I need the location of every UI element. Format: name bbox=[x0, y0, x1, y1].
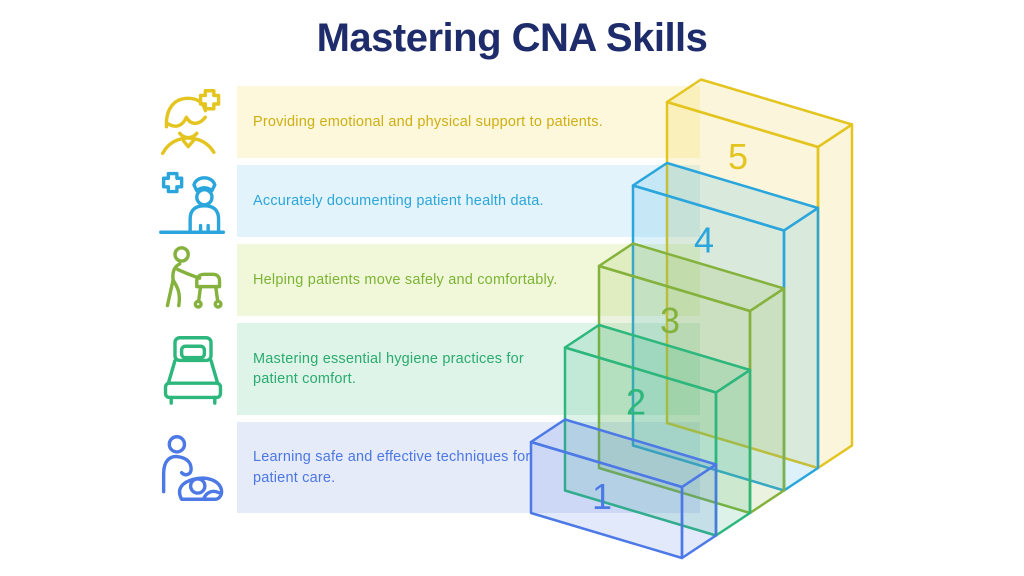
icon-box bbox=[148, 244, 237, 316]
icon-box bbox=[148, 422, 237, 513]
skill-band: Helping patients move safely and comfort… bbox=[237, 244, 700, 316]
skill-text: Mastering essential hygiene practices fo… bbox=[253, 350, 524, 387]
skill-text: Learning safe and effective techniques f… bbox=[253, 449, 531, 486]
skill-text: Helping patients move safely and comfort… bbox=[253, 271, 558, 288]
icon-box bbox=[148, 165, 237, 237]
step-2-side-face bbox=[714, 368, 752, 537]
skill-band: Accurately documenting patient health da… bbox=[237, 165, 700, 237]
nurse-cross-icon bbox=[158, 171, 225, 234]
skill-row-patient-care: Learning safe and effective techniques f… bbox=[148, 422, 700, 513]
step-4-side-face bbox=[782, 206, 820, 492]
skill-row-documentation: Accurately documenting patient health da… bbox=[148, 165, 700, 237]
nurse-face-cross-icon bbox=[160, 89, 220, 155]
skill-band: Mastering essential hygiene practices fo… bbox=[237, 323, 700, 415]
hospital-bed-icon bbox=[163, 336, 222, 405]
step-3-side-face bbox=[748, 287, 786, 515]
step-5-label: 5 bbox=[728, 136, 748, 177]
patient-walker-icon bbox=[165, 246, 223, 309]
skill-row-hygiene: Mastering essential hygiene practices fo… bbox=[148, 323, 700, 415]
skill-band: Providing emotional and physical support… bbox=[237, 86, 700, 158]
skill-band: Learning safe and effective techniques f… bbox=[237, 422, 700, 513]
caregiver-patient-icon bbox=[161, 434, 223, 501]
skill-text: Providing emotional and physical support… bbox=[253, 113, 603, 130]
icon-box bbox=[148, 323, 237, 415]
page-title: Mastering CNA Skills bbox=[316, 16, 708, 60]
skill-row-support: Providing emotional and physical support… bbox=[148, 86, 700, 158]
step-5-side-face bbox=[816, 123, 854, 470]
icon-box bbox=[148, 86, 237, 158]
skill-row-mobility: Helping patients move safely and comfort… bbox=[148, 244, 700, 316]
skill-text: Accurately documenting patient health da… bbox=[253, 192, 544, 209]
